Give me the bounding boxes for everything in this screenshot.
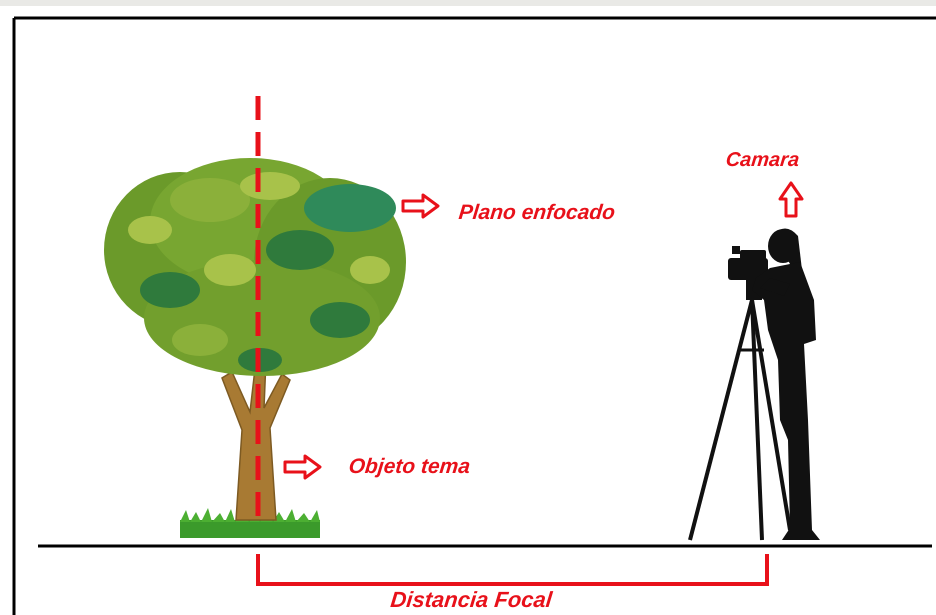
focal-distance-label: Distancia Focal bbox=[389, 587, 554, 612]
tree-canopy bbox=[104, 158, 406, 376]
arrow-right-icon bbox=[283, 454, 322, 480]
focus-plane-label: Plano enfocado bbox=[458, 201, 617, 224]
subject-label: Objeto tema bbox=[348, 455, 472, 478]
camera-operator-silhouette bbox=[688, 228, 820, 541]
camera-label: Camara bbox=[725, 149, 801, 171]
arrow-up-icon bbox=[778, 181, 804, 218]
arrow-right-icon bbox=[401, 193, 440, 219]
tree-illustration bbox=[104, 158, 406, 538]
top-strip bbox=[0, 0, 936, 6]
grass bbox=[180, 508, 320, 538]
frame bbox=[12, 16, 936, 615]
focal-distance-bracket bbox=[256, 554, 769, 586]
